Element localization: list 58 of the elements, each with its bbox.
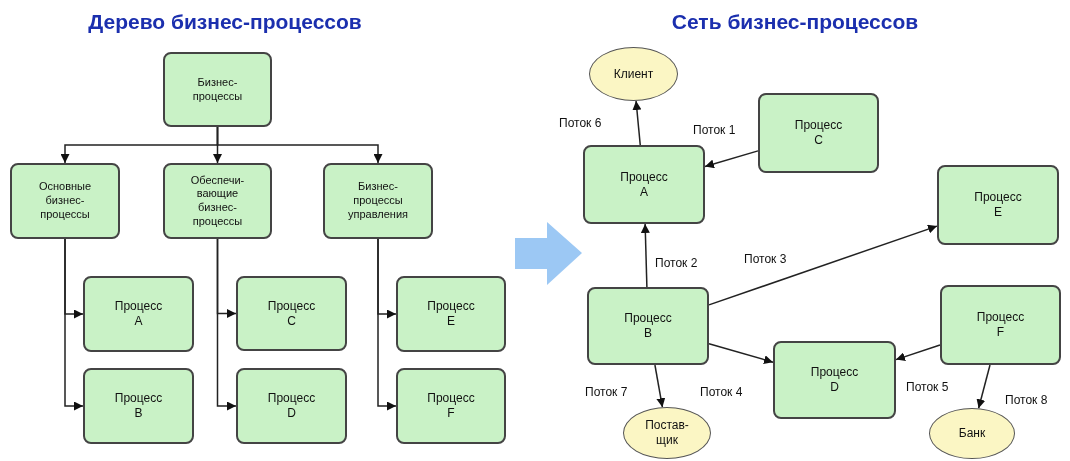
node-text: Процесс D (810, 365, 859, 395)
process-box (163, 52, 272, 127)
edge-label: Поток 1 (692, 124, 737, 136)
edge-label: Поток 2 (654, 257, 699, 269)
arrow (640, 223, 650, 288)
node-text: Клиент (613, 66, 654, 82)
process-box (583, 145, 705, 224)
process-box (758, 93, 879, 173)
section-title: Дерево бизнес-процессов (87, 9, 363, 35)
arrow (64, 238, 84, 411)
edge-label: Поток 4 (699, 386, 744, 398)
process-box (10, 163, 120, 239)
node-text: Бизнес-процессы управления (348, 180, 408, 222)
arrow (895, 344, 941, 362)
arrow (377, 238, 397, 411)
block-arrow (515, 222, 582, 285)
arrow (654, 364, 666, 408)
node-text: Процесс E (974, 190, 1022, 220)
node-text: Процесс A (620, 169, 668, 200)
process-box (587, 287, 709, 365)
node-text: Процесс C (267, 298, 316, 329)
process-box (163, 163, 272, 239)
arrow (704, 150, 759, 169)
arrow (708, 342, 774, 364)
edge-label: Поток 6 (558, 117, 603, 129)
process-box (773, 341, 896, 419)
arrow (216, 126, 383, 164)
node-text: Бизнес-процессы (192, 75, 243, 104)
node-text: Процесс F (427, 391, 475, 421)
edge-label: Поток 8 (1004, 394, 1049, 406)
edge-label: Поток 7 (584, 386, 629, 398)
node-text: Процесс F (976, 310, 1025, 340)
process-box (236, 276, 347, 351)
process-box (323, 163, 433, 239)
process-box (83, 368, 194, 444)
node-text: Процесс D (267, 391, 316, 421)
node-text: Процесс C (794, 118, 843, 148)
node-text: Основные бизнес-процессы (38, 180, 92, 222)
node-text: Постав-щик (645, 418, 689, 448)
process-box (396, 276, 506, 352)
process-box (940, 285, 1061, 365)
node-text: Банк (958, 426, 986, 441)
node-text: Процесс B (624, 311, 672, 341)
process-box (396, 368, 506, 444)
process-box (236, 368, 347, 444)
edge-label: Поток 3 (743, 253, 788, 265)
arrow (632, 100, 642, 146)
node-text: Процесс E (427, 299, 475, 329)
arrow (976, 364, 991, 410)
section-title: Сеть бизнес-процессов (670, 9, 920, 35)
node-text: Процесс A (114, 299, 163, 329)
node-text: Процесс B (114, 391, 163, 421)
arrow (708, 224, 938, 306)
edge-label: Поток 5 (905, 381, 950, 393)
process-box (937, 165, 1059, 245)
node-text: Обеспечи-вающие бизнес-процессы (190, 173, 245, 229)
process-box (83, 276, 194, 352)
arrow (216, 238, 237, 411)
